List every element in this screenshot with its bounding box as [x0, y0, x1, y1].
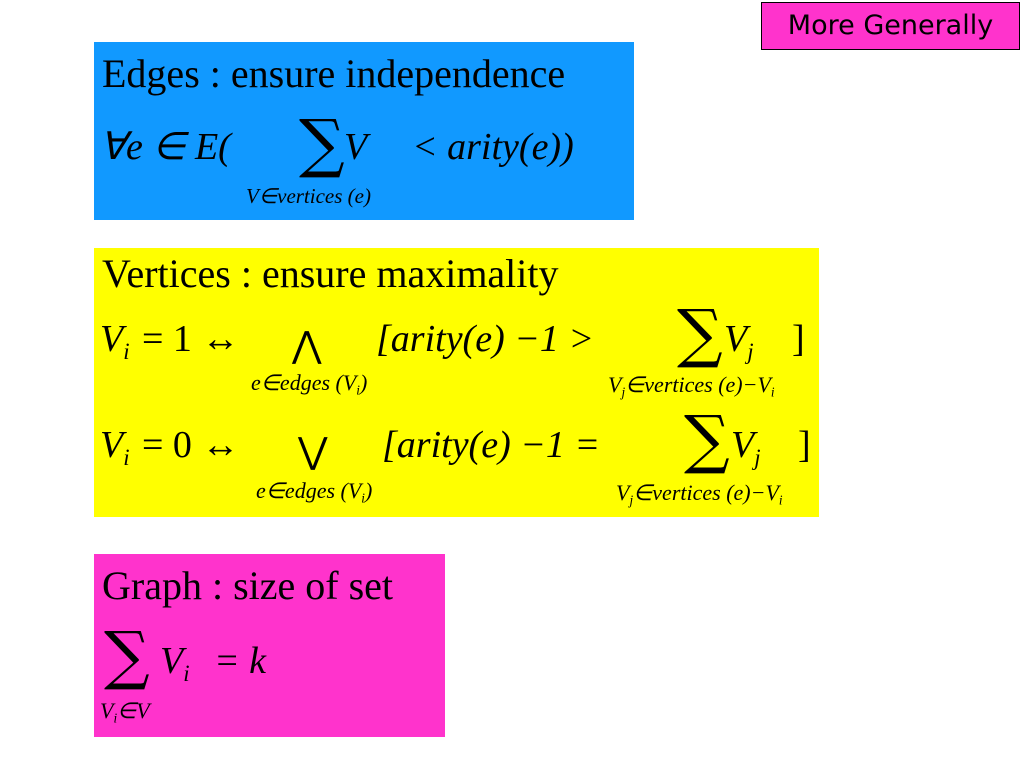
row2-or-connective: ⋁	[298, 431, 328, 472]
slide-title: More Generally	[761, 2, 1020, 50]
row2-sum-symbol: ∑	[684, 403, 730, 477]
graph-sum-subscript: Vi∈V	[100, 698, 150, 726]
row2-bracket-close: ]	[798, 424, 811, 466]
edges-sum-symbol: ∑	[299, 107, 345, 181]
row1-bracket-close: ]	[792, 318, 805, 360]
row1-sum-subscript: Vj∈vertices (e)−Vi	[608, 372, 775, 400]
row2-equivalence: = 0 ↔	[142, 424, 240, 466]
graph-sum-var: Vi	[160, 640, 190, 686]
edges-formula-tail: < arity(e))	[412, 126, 574, 168]
graph-sum-symbol: ∑	[104, 619, 150, 693]
edges-box: Edges : ensure independence ∀e ∈ E( ∑ V …	[94, 42, 634, 220]
row2-lhs: Vi	[100, 424, 130, 470]
row1-sum-symbol: ∑	[677, 297, 723, 371]
vertices-box: Vertices : ensure maximality Vi = 1 ↔ ⋀ …	[94, 248, 819, 517]
row1-condition: [arity(e) −1 >	[376, 318, 595, 360]
row2-condition: [arity(e) −1 =	[382, 424, 601, 466]
row1-connective-subscript: e∈edges (Vi)	[251, 370, 368, 398]
edges-sum-var: V	[344, 126, 368, 168]
row1-lhs: Vi	[100, 318, 130, 364]
row1-and-connective: ⋀	[292, 325, 322, 366]
vertices-heading: Vertices : ensure maximality	[102, 251, 559, 296]
graph-heading: Graph : size of set	[102, 563, 394, 608]
row2-sum-subscript: Vj∈vertices (e)−Vi	[616, 480, 783, 508]
edges-sum-subscript: V∈vertices (e)	[246, 184, 371, 208]
edges-heading: Edges : ensure independence	[102, 51, 566, 96]
row1-sum-var: Vj	[724, 318, 754, 364]
edges-formula-lead: ∀e ∈ E(	[100, 126, 231, 168]
row1-equivalence: = 1 ↔	[142, 318, 240, 360]
row2-connective-subscript: e∈edges (Vi)	[256, 478, 373, 506]
row2-sum-var: Vj	[731, 424, 761, 470]
graph-box: Graph : size of set ∑ Vi = k Vi∈V	[94, 554, 445, 737]
graph-formula-tail: = k	[214, 640, 267, 682]
